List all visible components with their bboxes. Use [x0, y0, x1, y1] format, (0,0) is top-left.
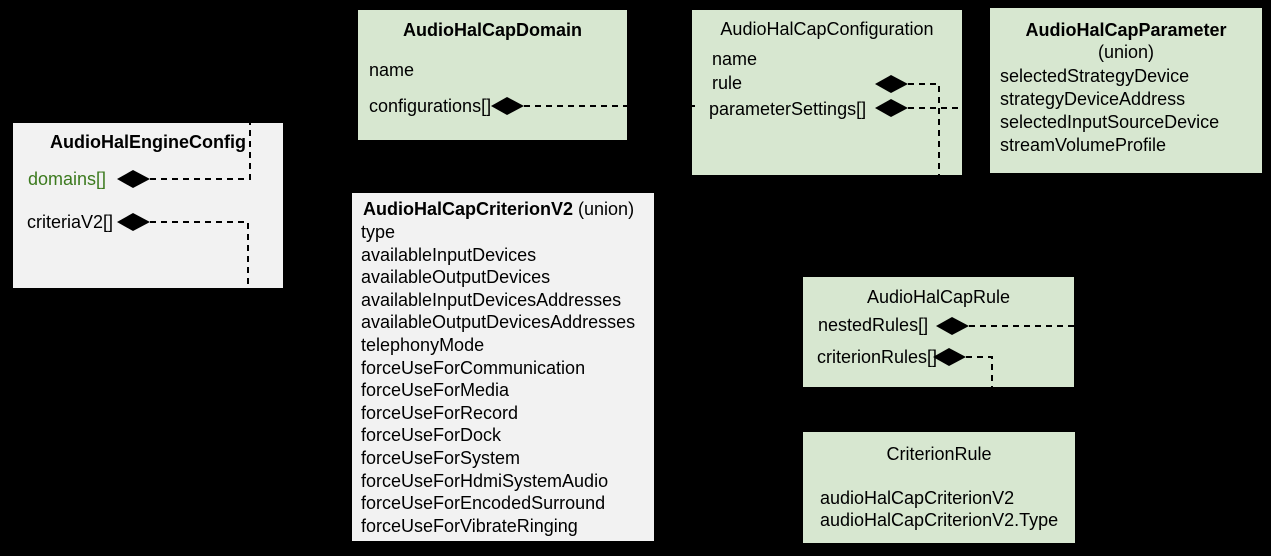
- audio-hal-cap-configuration-box: AudioHalCapConfiguration name rule param…: [692, 10, 962, 175]
- audio-hal-cap-criterion-v2-box: AudioHalCapCriterionV2 (union) type avai…: [352, 193, 654, 541]
- audio-hal-cap-rule-box: AudioHalCapRule nestedRules[] criterionR…: [803, 277, 1074, 387]
- field-type: type: [361, 222, 396, 242]
- field-force-use-for-media: forceUseForMedia: [361, 380, 510, 401]
- field-available-output-devices: availableOutputDevices: [361, 267, 551, 288]
- audio-hal-cap-domain-box: AudioHalCapDomain name configurations[]: [358, 10, 627, 140]
- field-nested-rules: nestedRules[]: [818, 315, 929, 335]
- criterion-rule-box: CriterionRule audioHalCapCriterionV2 aud…: [803, 432, 1075, 543]
- audio-hal-engine-config-box: AudioHalEngineConfig domains[] criteriaV…: [13, 123, 283, 288]
- field-list: type availableInputDevices availableOutp…: [361, 221, 635, 537]
- field-telephony-mode: telephonyMode: [361, 334, 485, 355]
- box-subtitle: (union): [1097, 42, 1155, 62]
- field-force-use-for-communication: forceUseForCommunication: [361, 357, 586, 378]
- field-audio-hal-cap-criterion-v2: audioHalCapCriterionV2: [820, 488, 1015, 508]
- field-selected-strategy-device: selectedStrategyDevice: [1000, 66, 1190, 86]
- field-name: name: [712, 49, 758, 69]
- field-available-input-devices: availableInputDevices: [361, 244, 537, 265]
- box-title: AudioHalCapRule: [866, 287, 1011, 307]
- field-criteria-v2: criteriaV2[]: [27, 212, 114, 232]
- field-strategy-device-address: strategyDeviceAddress: [1000, 89, 1186, 109]
- field-audio-hal-cap-criterion-v2-type: audioHalCapCriterionV2.Type: [820, 510, 1059, 530]
- field-force-use-for-hdmi-system-audio: forceUseForHdmiSystemAudio: [361, 470, 609, 491]
- box-title: AudioHalCapDomain: [402, 20, 582, 40]
- box-title: CriterionRule: [886, 444, 992, 464]
- field-list: selectedStrategyDevice strategyDeviceAdd…: [1000, 65, 1219, 157]
- box-title-main: AudioHalCapCriterionV2: [363, 199, 574, 219]
- field-rule: rule: [712, 73, 743, 93]
- field-force-use-for-dock: forceUseForDock: [361, 425, 502, 446]
- field-force-use-for-record: forceUseForRecord: [361, 402, 519, 423]
- field-selected-input-source-device: selectedInputSourceDevice: [1000, 112, 1220, 132]
- field-available-input-devices-addresses: availableInputDevicesAddresses: [361, 289, 622, 310]
- box-title: AudioHalCapCriterionV2 (union): [363, 199, 654, 220]
- field-parameter-settings: parameterSettings[]: [709, 99, 867, 119]
- field-force-use-for-system: forceUseForSystem: [361, 447, 521, 468]
- field-domains: domains[]: [28, 169, 107, 189]
- box-title: AudioHalCapParameter: [1025, 20, 1227, 40]
- field-name: name: [369, 60, 415, 80]
- field-configurations: configurations[]: [369, 96, 492, 116]
- audio-hal-cap-parameter-box: AudioHalCapParameter (union) selectedStr…: [990, 8, 1262, 173]
- field-stream-volume-profile: streamVolumeProfile: [1000, 135, 1167, 155]
- field-force-use-for-vibrate-ringing: forceUseForVibrateRinging: [361, 515, 578, 536]
- field-force-use-for-encoded-surround: forceUseForEncodedSurround: [361, 493, 606, 514]
- field-available-output-devices-addresses: availableOutputDevicesAddresses: [361, 312, 636, 333]
- box-title-suffix: (union): [573, 199, 635, 219]
- box-title: AudioHalEngineConfig: [50, 132, 246, 152]
- field-criterion-rules: criterionRules[]: [817, 347, 938, 367]
- box-title: AudioHalCapConfiguration: [720, 19, 934, 39]
